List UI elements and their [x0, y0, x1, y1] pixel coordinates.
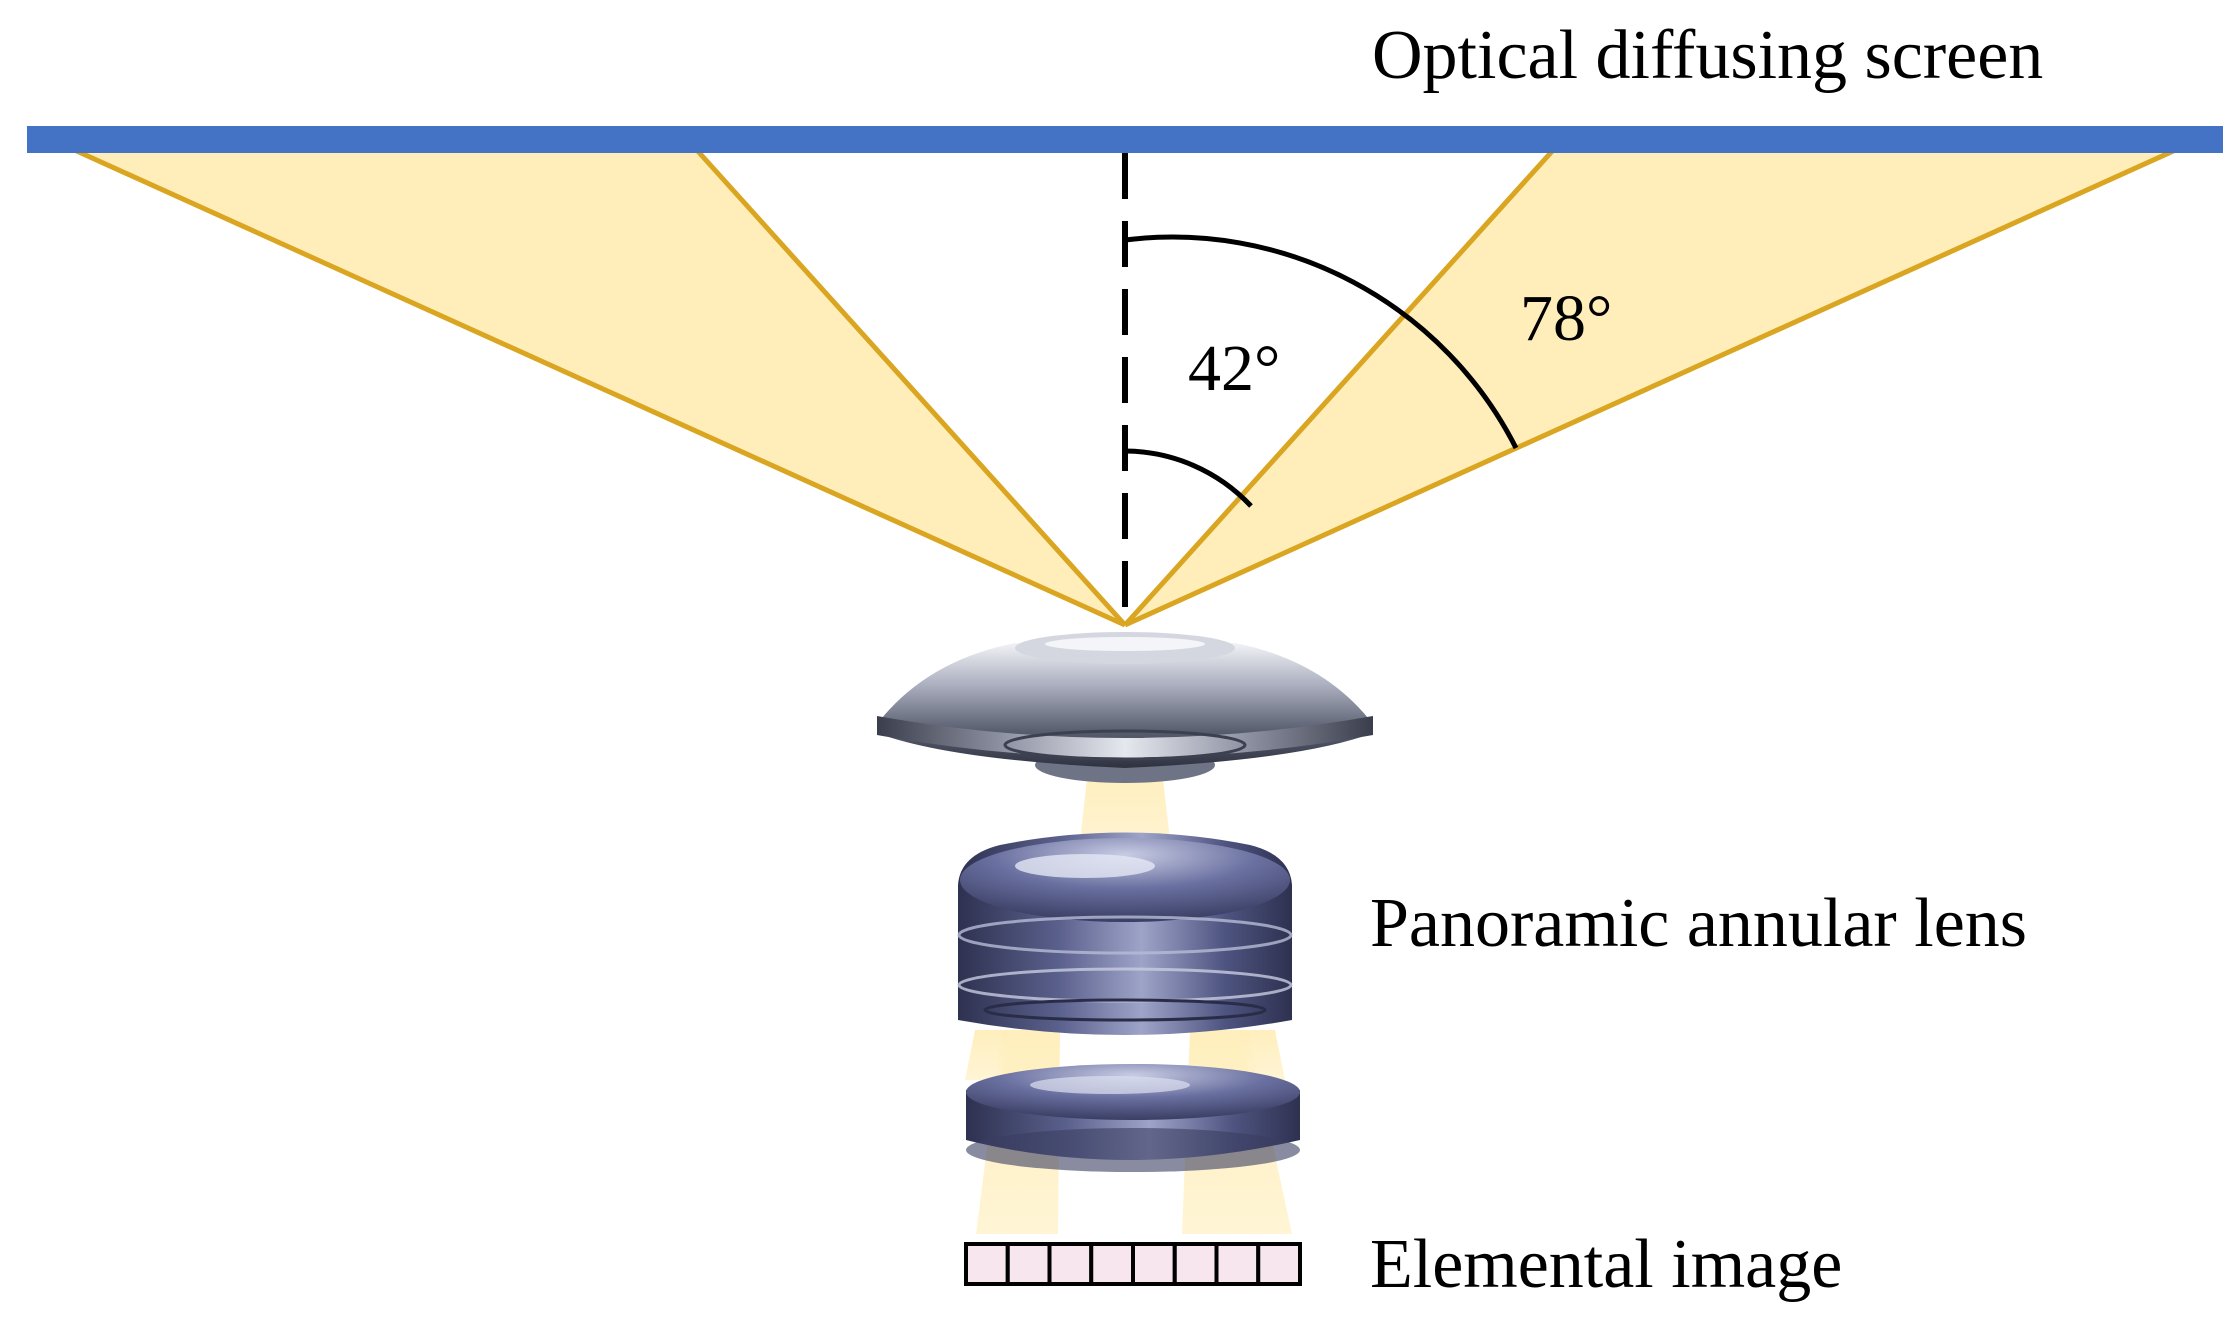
- lens-bottom-highlight: [1030, 1076, 1190, 1094]
- elemental-image-cell: [1214, 1242, 1261, 1286]
- elemental-image-cell: [1047, 1242, 1094, 1286]
- label-elemental-image: Elemental image: [1370, 1226, 1842, 1303]
- lens-middle-dome: [960, 838, 1290, 922]
- projection-beams: [68, 145, 2182, 628]
- elemental-image-cell: [1131, 1242, 1177, 1286]
- right-beam-inner-edge: [1123, 146, 1557, 627]
- angle-label-outer: 78°: [1520, 282, 1612, 355]
- lens-top-rim: [877, 716, 1373, 758]
- elemental-image-cell: [1005, 1242, 1052, 1286]
- left-beam-outer-edge: [68, 145, 1127, 628]
- lens-middle-ring-3: [983, 998, 1267, 1022]
- elemental-image-strip: [964, 1242, 1302, 1286]
- lens-element-top: [877, 632, 1373, 783]
- angle-arc-inner: [1124, 448, 1253, 508]
- right-beam-outer-edge: [1123, 145, 2182, 628]
- beam-lower-right-top: [1240, 1030, 1285, 1080]
- lens-element-bottom: [966, 1064, 1300, 1172]
- lens-top-inner-ring: [1003, 729, 1247, 761]
- left-beam-inner-edge: [693, 146, 1127, 627]
- elemental-image-cell: [964, 1242, 1010, 1286]
- lens-bottom-edge: [966, 1128, 1300, 1172]
- label-panoramic-annular-lens: Panoramic annular lens: [1370, 885, 2027, 962]
- angle-arcs: [1124, 234, 1519, 508]
- lens-middle-dome-highlight: [1015, 854, 1155, 878]
- beam-lower-left-top: [965, 1030, 1010, 1080]
- elemental-image-cell: [1089, 1242, 1135, 1286]
- angle-label-inner: 42°: [1188, 332, 1280, 405]
- elemental-image-cell: [1172, 1242, 1219, 1286]
- elemental-image-cell: [1256, 1242, 1302, 1286]
- label-optical-diffusing-screen: Optical diffusing screen: [1372, 17, 2043, 94]
- lens-top-cap-highlight: [1045, 637, 1205, 651]
- diffusing-screen: [27, 126, 2223, 153]
- lens-middle-ring-1: [957, 915, 1293, 955]
- angle-arc-outer: [1124, 234, 1519, 450]
- lens-element-middle: [957, 832, 1293, 1035]
